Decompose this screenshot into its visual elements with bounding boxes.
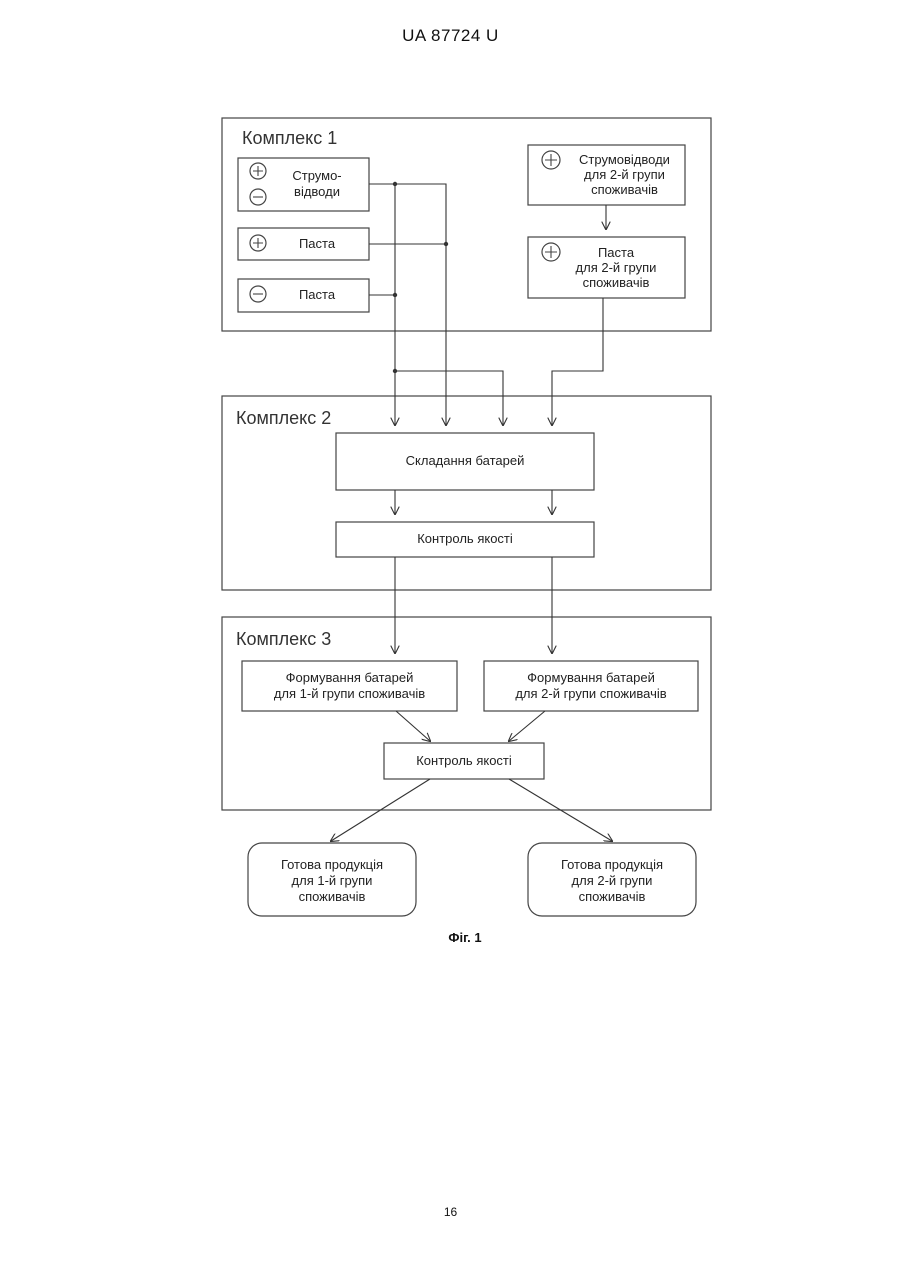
formation-group1-label: Формування батарей для 1-й групи спожива… bbox=[242, 670, 457, 702]
current-leads-label: Струмо- відводи bbox=[272, 168, 362, 200]
complex-3-title: Комплекс 3 bbox=[236, 629, 331, 650]
paste-negative-label: Паста bbox=[272, 287, 362, 303]
complex-1-title: Комплекс 1 bbox=[242, 128, 337, 149]
assembly-label: Складання батарей bbox=[336, 453, 594, 469]
quality-control-1-label: Контроль якості bbox=[336, 531, 594, 547]
formation-group2-label: Формування батарей для 2-й групи спожива… bbox=[484, 670, 698, 702]
paste-group2-label: Паста для 2-й групи споживачів bbox=[546, 245, 686, 290]
quality-control-2-label: Контроль якості bbox=[384, 753, 544, 769]
current-leads-group2-label: Струмовідводи для 2-й групи споживачів bbox=[562, 152, 687, 197]
output-group2-label: Готова продукція для 2-й групи споживачі… bbox=[528, 857, 696, 905]
output-group1-label: Готова продукція для 1-й групи споживачі… bbox=[248, 857, 416, 905]
paste-positive-label: Паста bbox=[272, 236, 362, 252]
complex-2-title: Комплекс 2 bbox=[236, 408, 331, 429]
page-number: 16 bbox=[0, 1205, 901, 1219]
figure-caption: Фіг. 1 bbox=[0, 930, 901, 945]
